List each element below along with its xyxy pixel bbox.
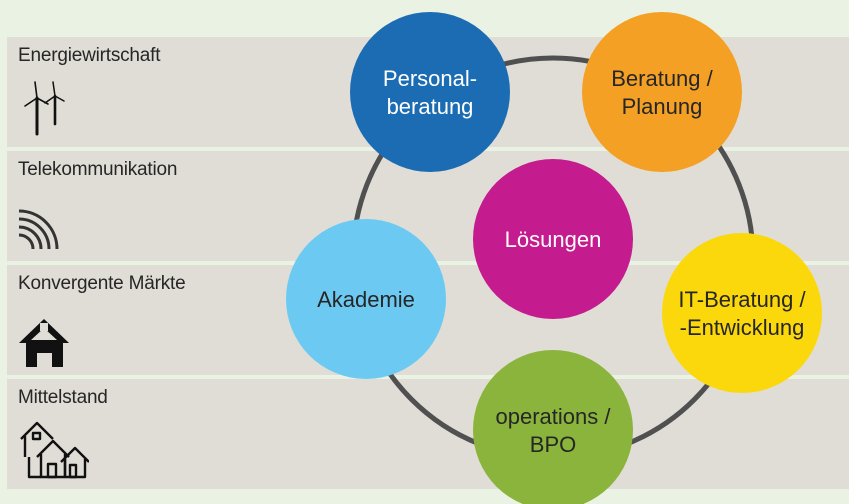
service-circle-akademie-label: Akademie bbox=[317, 287, 415, 312]
service-circle-personalberatung-label: Personal- bbox=[383, 66, 477, 91]
service-circle-beratung-planung-shape bbox=[582, 12, 742, 172]
service-circle-akademie-shape bbox=[286, 219, 446, 379]
service-circle-operations-bpo-label: operations / bbox=[496, 404, 612, 429]
service-circle-personalberatung-shape bbox=[350, 12, 510, 172]
sector-label: Konvergente Märkte bbox=[18, 273, 186, 294]
house-icon bbox=[17, 315, 77, 376]
service-circle-operations-bpo: operations / BPO bbox=[473, 350, 633, 504]
service-circle-operations-bpo-shape bbox=[473, 350, 633, 504]
sector-label: Energiewirtschaft bbox=[18, 45, 161, 66]
service-circle-it-beratung-label: IT-Beratung / bbox=[678, 287, 806, 312]
sector-panel-mittelstand: Mittelstand bbox=[7, 379, 849, 489]
signal-waves-icon bbox=[17, 197, 77, 262]
service-circle-it-beratung-label: -Entwicklung bbox=[680, 315, 805, 340]
center-circle-loesungen-shape bbox=[473, 159, 633, 319]
service-circle-beratung-planung: Beratung / Planung bbox=[582, 12, 742, 172]
houses-icon bbox=[17, 417, 90, 488]
service-circle-beratung-planung-label: Planung bbox=[622, 94, 703, 119]
service-circle-it-beratung-shape bbox=[662, 233, 822, 393]
service-circle-it-beratung: IT-Beratung / -Entwicklung bbox=[662, 233, 822, 393]
service-circle-beratung-planung-label: Beratung / bbox=[611, 66, 713, 91]
service-circle-operations-bpo-label: BPO bbox=[530, 432, 576, 457]
center-circle-loesungen: Lösungen bbox=[473, 159, 633, 319]
service-circle-personalberatung-label: beratung bbox=[387, 94, 474, 119]
service-circle-akademie: Akademie bbox=[286, 219, 446, 379]
center-circle-loesungen-label: Lösungen bbox=[505, 227, 602, 252]
sector-label: Mittelstand bbox=[18, 387, 108, 408]
wind-turbine-icon bbox=[17, 78, 77, 143]
sector-label: Telekommunikation bbox=[18, 159, 178, 180]
service-circle-personalberatung: Personal-beratung bbox=[350, 12, 510, 172]
